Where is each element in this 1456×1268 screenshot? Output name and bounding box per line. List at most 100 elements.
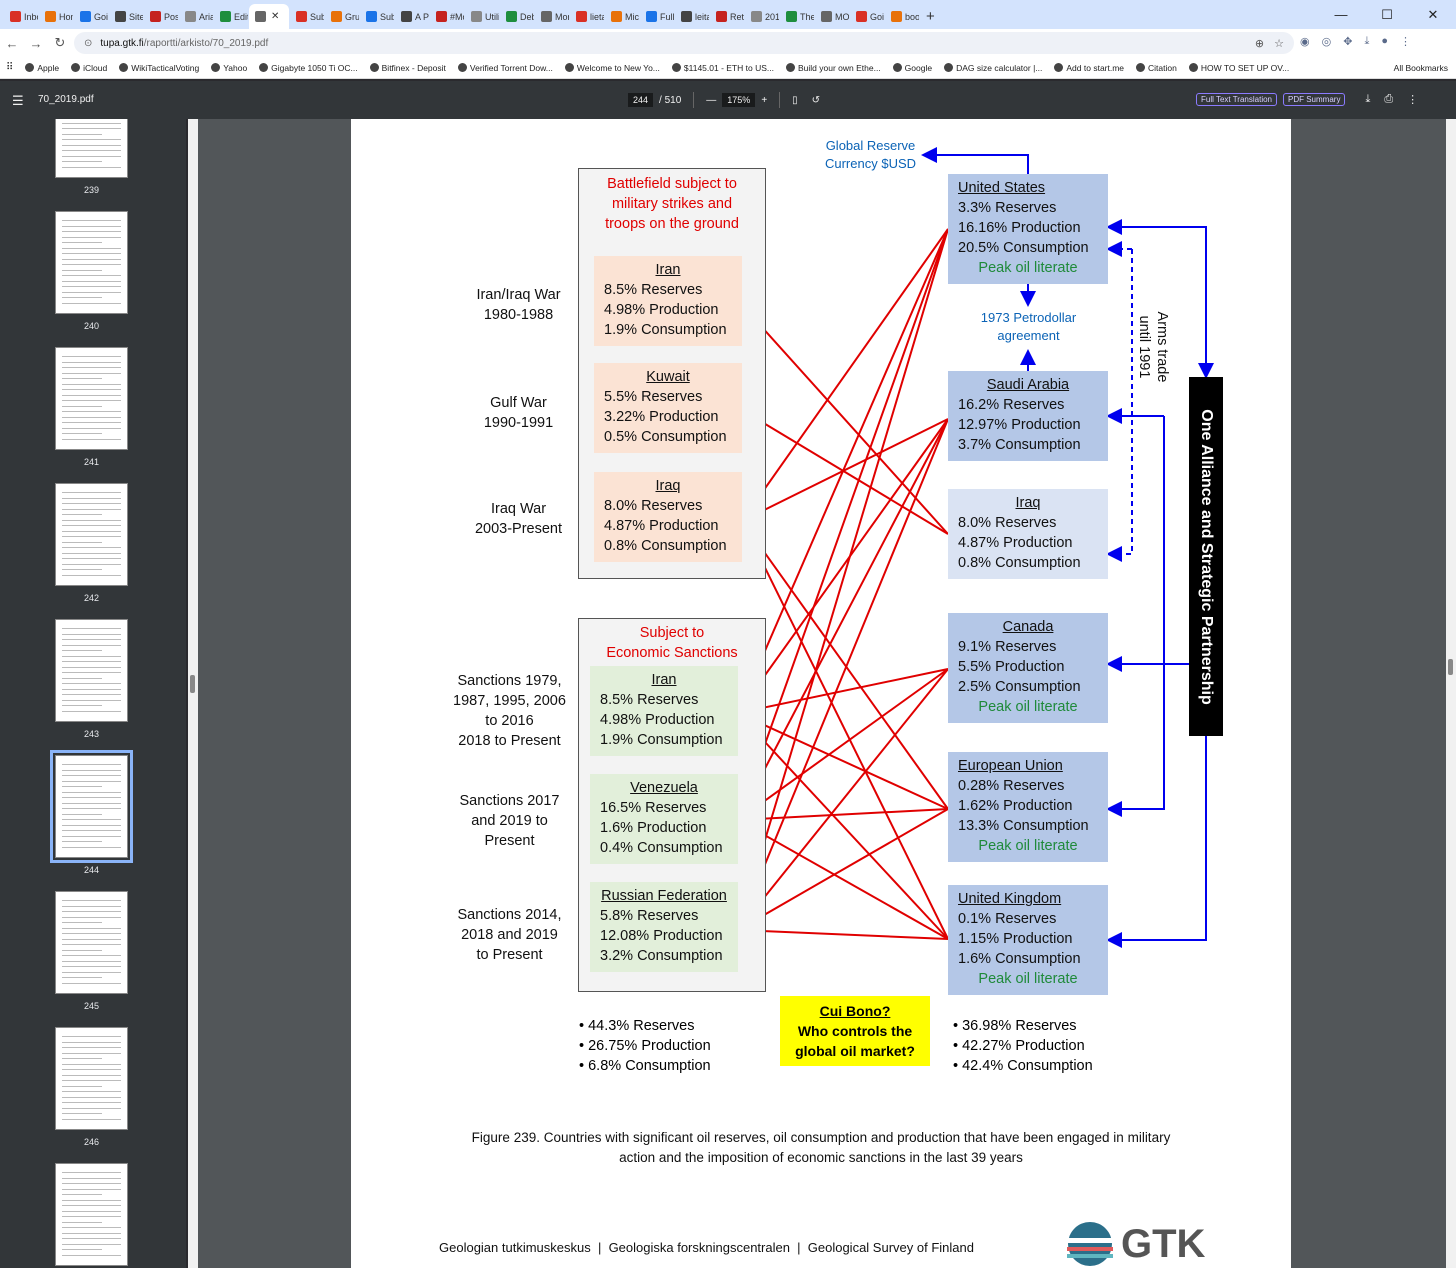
bookmark-favicon-icon — [1054, 63, 1064, 72]
browser-tab[interactable]: ✕ — [249, 4, 289, 29]
browser-tab[interactable]: #Mo — [430, 4, 464, 29]
bookmark-item[interactable]: Gigabyte 1050 Ti OC... — [259, 63, 358, 73]
country-stat: 0.28% Reserves — [958, 778, 1065, 794]
main-scroll-thumb[interactable] — [1448, 659, 1453, 675]
fit-page-icon[interactable]: ▯ — [792, 94, 798, 106]
bookmark-item[interactable]: Apple — [25, 63, 59, 73]
browser-tab[interactable]: Mon — [535, 4, 569, 29]
connector-line — [736, 668, 949, 822]
bookmark-item[interactable]: Welcome to New Yo... — [564, 63, 660, 73]
browser-tab[interactable]: Full t — [640, 4, 674, 29]
bookmark-item[interactable]: Verified Torrent Dow... — [457, 63, 553, 73]
bookmark-item[interactable]: iCloud — [71, 63, 107, 73]
browser-tab[interactable]: A Pri — [395, 4, 429, 29]
gtk-logo: GTK — [1063, 1220, 1205, 1268]
bookmark-item[interactable]: Add to start.me — [1054, 63, 1124, 73]
print-icon[interactable]: ⎙ — [1384, 93, 1394, 105]
page-thumbnail[interactable] — [55, 347, 128, 450]
all-bookmarks-button[interactable]: All Bookmarks — [1393, 63, 1448, 73]
download-icon[interactable]: ⤓ — [1364, 35, 1370, 47]
browser-tab[interactable]: lietas — [570, 4, 604, 29]
menu-icon[interactable]: ⋮ — [1399, 36, 1411, 48]
sidebar-scrollbar[interactable] — [188, 119, 198, 1268]
zoom-out-icon[interactable]: — — [706, 94, 717, 106]
more-icon[interactable]: ⋮ — [1407, 94, 1419, 106]
extension-icon[interactable]: ◉ — [1300, 36, 1310, 48]
minimize-icon[interactable]: — — [1334, 7, 1348, 22]
address-bar[interactable]: ⊙ tupa.gtk.fi /raportti/arkisto/70_2019.… — [74, 32, 1294, 54]
star-icon[interactable]: ☆ — [1274, 37, 1284, 50]
bookmark-item[interactable]: Build your own Ethe... — [785, 63, 881, 73]
close-window-icon[interactable]: ✕ — [1427, 6, 1439, 22]
zoom-in-icon[interactable]: + — [761, 94, 768, 106]
hamburger-icon[interactable]: ☰ — [12, 93, 24, 108]
extension-icon[interactable]: ◎ — [1321, 36, 1332, 48]
page-thumbnail[interactable] — [50, 750, 133, 863]
browser-tab[interactable]: 2010 — [745, 4, 779, 29]
browser-tab[interactable]: Reth — [710, 4, 744, 29]
bookmark-item[interactable]: Citation — [1136, 63, 1177, 73]
main-scrollbar[interactable] — [1446, 119, 1456, 1268]
page-number-input[interactable]: 244 — [628, 93, 654, 107]
close-tab-icon[interactable]: ✕ — [271, 11, 280, 22]
browser-tab[interactable]: book — [885, 4, 919, 29]
apps-icon[interactable]: ⠿ — [6, 62, 14, 73]
pdf-summary-button[interactable]: PDF Summary — [1283, 93, 1346, 106]
bookmark-item[interactable]: $1145.01 - ETH to US... — [671, 63, 774, 73]
browser-tab[interactable]: The — [780, 4, 814, 29]
rotate-icon[interactable]: ↺ — [811, 94, 821, 106]
connector-line — [736, 808, 949, 931]
country-name: Iraq — [655, 478, 681, 494]
browser-tab[interactable]: Hom — [39, 4, 73, 29]
bookmark-item[interactable]: HOW TO SET UP OV... — [1188, 63, 1289, 73]
back-icon[interactable]: ← — [5, 35, 19, 51]
browser-tab[interactable]: Goin — [74, 4, 108, 29]
browser-tab[interactable]: Subs — [290, 4, 324, 29]
bookmark-item[interactable]: WikiTacticalVoting — [119, 63, 199, 73]
page-thumbnail[interactable] — [55, 1163, 128, 1266]
full-text-translation-button[interactable]: Full Text Translation — [1196, 93, 1277, 106]
page-thumbnail[interactable] — [55, 211, 128, 314]
browser-tab[interactable]: leita — [675, 4, 709, 29]
browser-tab[interactable]: Subs — [360, 4, 394, 29]
maximize-icon[interactable]: ☐ — [1381, 6, 1393, 22]
tab-label: Goin — [870, 11, 884, 22]
page-thumbnail[interactable] — [55, 1027, 128, 1130]
puzzle-icon[interactable]: ✥ — [1343, 36, 1353, 48]
browser-tab[interactable]: Utili — [465, 4, 499, 29]
download-icon[interactable]: ⤓ — [1365, 93, 1371, 105]
page-thumbnail[interactable] — [55, 619, 128, 722]
browser-tab[interactable]: Sites — [109, 4, 143, 29]
browser-tab[interactable]: Micr — [605, 4, 639, 29]
browser-tab[interactable]: Inbo — [4, 4, 38, 29]
browser-tab[interactable]: Post — [144, 4, 178, 29]
reload-icon[interactable]: ↻ — [54, 35, 66, 50]
sidebar-scroll-thumb[interactable] — [190, 675, 195, 693]
country-name: Iraq — [1015, 495, 1041, 511]
page-thumbnail[interactable] — [55, 119, 128, 178]
zoom-icon[interactable]: ⊕ — [1254, 37, 1265, 50]
bookmark-item[interactable]: Yahoo — [211, 63, 247, 73]
browser-tab[interactable]: Debt — [500, 4, 534, 29]
page-thumbnail[interactable] — [55, 483, 128, 586]
zoom-input[interactable]: 175% — [722, 93, 756, 107]
forward-icon[interactable]: → — [29, 35, 43, 51]
browser-tab[interactable]: Aria — [179, 4, 213, 29]
bookmark-item[interactable]: Google — [892, 63, 932, 73]
country-name: Iran — [651, 672, 677, 688]
connector-line — [736, 418, 949, 715]
browser-tab[interactable]: Grub — [325, 4, 359, 29]
browser-tab[interactable]: Goin — [850, 4, 884, 29]
browser-tab[interactable]: Editi — [214, 4, 248, 29]
browser-tab[interactable]: MO! — [815, 4, 849, 29]
bookmark-item[interactable]: Bitfinex - Deposit — [369, 63, 446, 73]
bookmark-item[interactable]: DAG size calculator |... — [944, 63, 1042, 73]
new-tab-icon[interactable]: + — [926, 8, 935, 25]
tab-label: Micr — [625, 11, 639, 22]
site-info-icon[interactable]: ⊙ — [84, 37, 93, 49]
page-thumbnail[interactable] — [55, 891, 128, 994]
connector-line — [735, 418, 949, 932]
figure-connectors — [734, 147, 1214, 948]
avatar[interactable]: ● — [1381, 35, 1388, 47]
